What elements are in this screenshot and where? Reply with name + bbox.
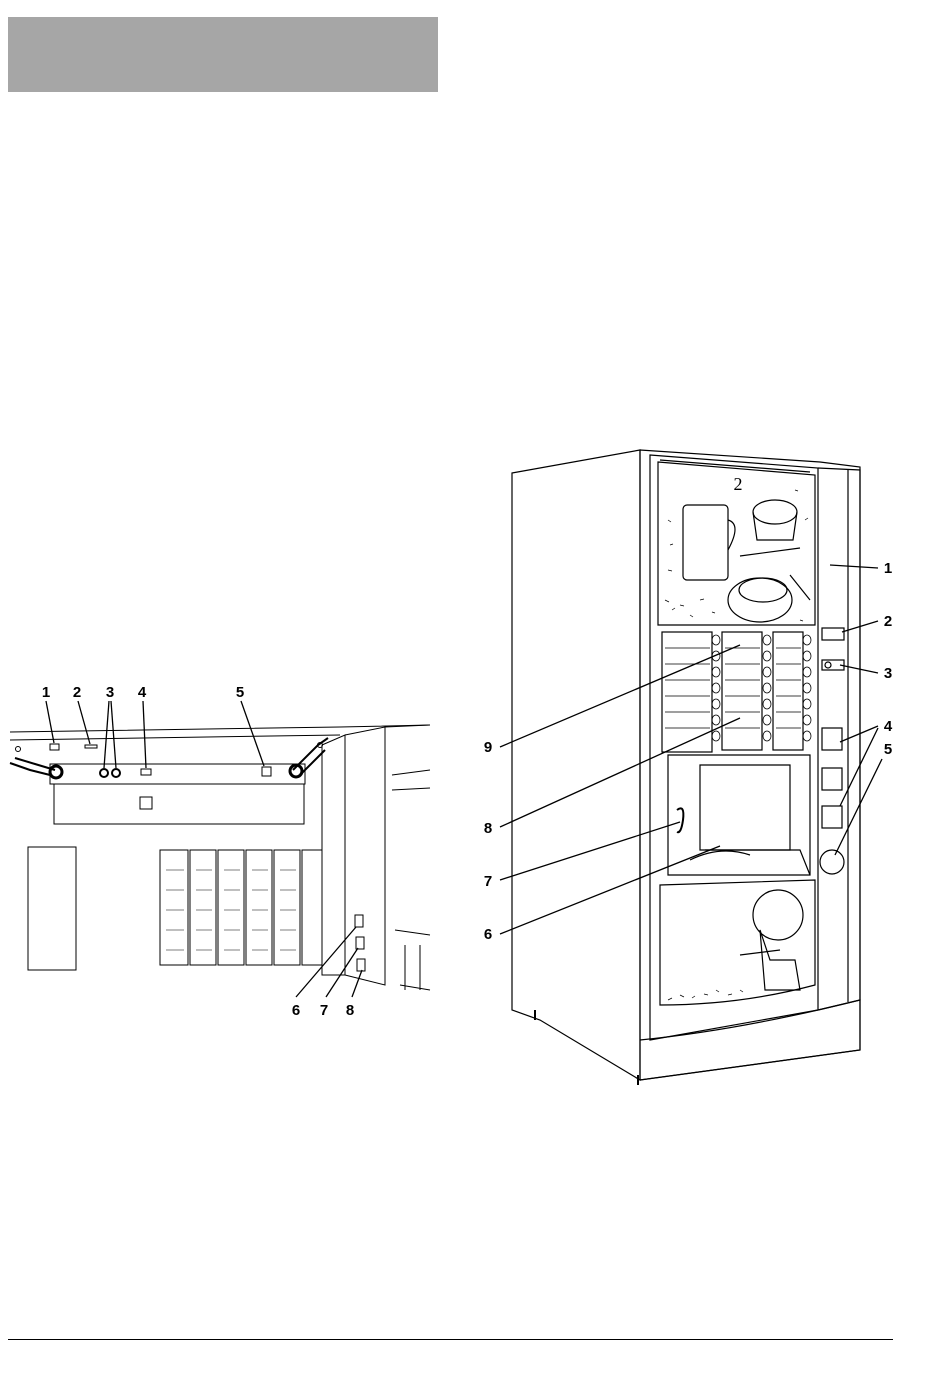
callout-right-5: 5 — [884, 741, 892, 758]
saucer-cup-illustration — [739, 578, 787, 602]
payment-column — [818, 468, 860, 1010]
mug-illustration — [683, 505, 728, 580]
callout-right-9: 9 — [484, 739, 492, 756]
cup-illustration — [753, 500, 797, 524]
cabinet-side — [512, 450, 640, 1080]
callout-right-4: 4 — [884, 718, 893, 735]
coffee-beans-texture — [665, 490, 808, 621]
part-4-display-b — [822, 768, 842, 790]
lower-display-window — [660, 880, 815, 1005]
poster-numeral: 2 — [734, 474, 743, 494]
callout-right-3: 3 — [884, 665, 892, 682]
selection-buttons — [665, 635, 811, 741]
callout-right-7: 7 — [484, 873, 492, 890]
cup-compartment — [700, 765, 790, 850]
part-4-display-c — [822, 806, 842, 828]
callout-right-1: 1 — [884, 560, 892, 577]
grinder-base — [760, 930, 800, 990]
part-2-note-reader — [822, 628, 844, 640]
plinth — [640, 1000, 860, 1080]
callout-right-2: 2 — [884, 613, 892, 630]
part-7-door-lock — [677, 808, 683, 832]
callout-right-8: 8 — [484, 820, 492, 837]
dispenser-area — [668, 755, 810, 875]
footer-rule — [8, 1339, 893, 1340]
part-5-return-button — [820, 850, 844, 874]
selection-labels-right — [773, 632, 803, 750]
callout-right-6: 6 — [484, 926, 492, 943]
part-4-display-a — [822, 728, 842, 750]
